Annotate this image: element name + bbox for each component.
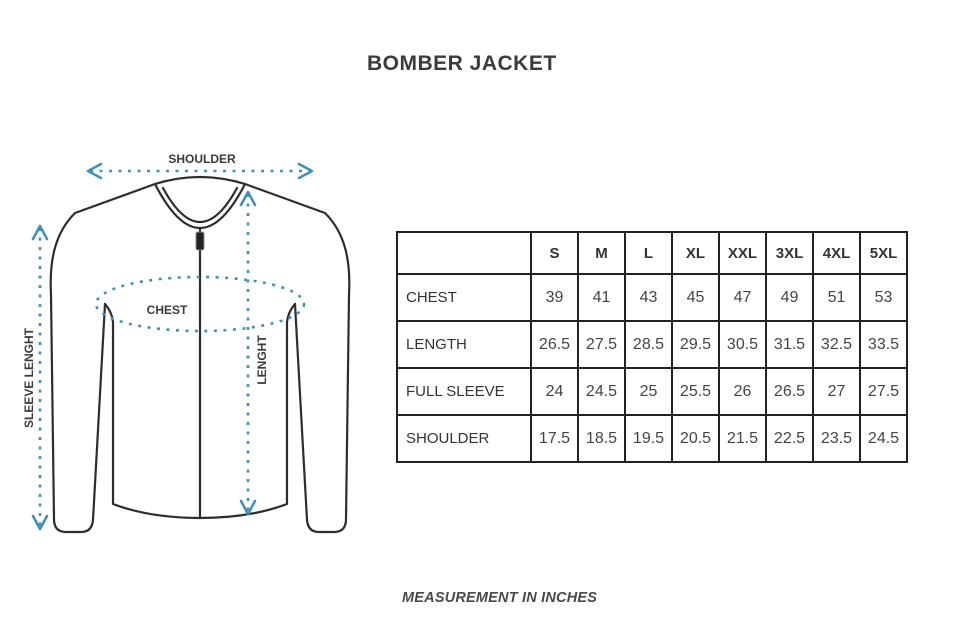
sleeve-arrow-top-head <box>31 224 49 241</box>
size-column-header: 5XL <box>859 231 908 275</box>
jacket-right-sleeve <box>243 182 351 534</box>
size-column-header: M <box>577 231 626 275</box>
size-column-header: L <box>624 231 673 275</box>
measurement-value-cell: 47 <box>718 273 767 322</box>
size-column-header: S <box>530 231 579 275</box>
measurement-value-cell: 24.5 <box>859 414 908 463</box>
measurement-value-cell: 31.5 <box>765 320 814 369</box>
measurement-value-cell: 25 <box>624 367 673 416</box>
measurement-row-label: FULL SLEEVE <box>396 367 532 416</box>
measurement-value-cell: 22.5 <box>765 414 814 463</box>
measurement-value-cell: 26.5 <box>765 367 814 416</box>
measurement-row-label: CHEST <box>396 273 532 322</box>
measurement-unit-note: MEASUREMENT IN INCHES <box>402 590 598 606</box>
measurement-value-cell: 26 <box>718 367 767 416</box>
jacket-left-sleeve <box>49 182 157 534</box>
measurement-value-cell: 21.5 <box>718 414 767 463</box>
measurement-row-label: LENGTH <box>396 320 532 369</box>
shoulder-arrow-right-head <box>297 162 314 180</box>
size-column-header: 4XL <box>812 231 861 275</box>
sleeve-arrow-bottom-head <box>31 514 49 531</box>
jacket-right-body <box>198 302 297 520</box>
shoulder-label: SHOULDER <box>168 152 236 166</box>
measurement-value-cell: 24.5 <box>577 367 626 416</box>
measurement-value-cell: 43 <box>624 273 673 322</box>
measurement-value-cell: 27.5 <box>859 367 908 416</box>
jacket-zipper-pull <box>195 231 205 251</box>
measurement-value-cell: 41 <box>577 273 626 322</box>
measurement-value-cell: 51 <box>812 273 861 322</box>
chest-label: CHEST <box>147 303 188 317</box>
measurement-value-cell: 23.5 <box>812 414 861 463</box>
measurement-value-cell: 17.5 <box>530 414 579 463</box>
measurement-value-cell: 39 <box>530 273 579 322</box>
measurement-value-cell: 26.5 <box>530 320 579 369</box>
jacket-outline <box>49 175 351 534</box>
measurement-value-cell: 18.5 <box>577 414 626 463</box>
size-column-header: XL <box>671 231 720 275</box>
length-arrow-top-head <box>239 190 257 207</box>
measurement-row-label: SHOULDER <box>396 414 532 463</box>
measurement-value-cell: 32.5 <box>812 320 861 369</box>
chest-measure-ellipse <box>94 275 306 333</box>
measurement-value-cell: 33.5 <box>859 320 908 369</box>
measurement-value-cell: 27 <box>812 367 861 416</box>
jacket-measurement-diagram: SHOULDER CHEST SLEEVE LENGHT LENGHT <box>22 152 351 534</box>
measurement-value-cell: 49 <box>765 273 814 322</box>
measurement-value-cell: 28.5 <box>624 320 673 369</box>
size-chart-corner-cell <box>396 231 532 275</box>
measurement-value-cell: 29.5 <box>671 320 720 369</box>
sleeve-length-label: SLEEVE LENGHT <box>22 327 36 428</box>
measurement-arrows <box>31 162 314 531</box>
jacket-left-body <box>103 302 202 520</box>
length-label: LENGHT <box>255 335 269 385</box>
measurement-value-cell: 19.5 <box>624 414 673 463</box>
measurement-value-cell: 45 <box>671 273 720 322</box>
measurement-value-cell: 24 <box>530 367 579 416</box>
measurement-value-cell: 30.5 <box>718 320 767 369</box>
measurement-value-cell: 20.5 <box>671 414 720 463</box>
measurement-value-cell: 25.5 <box>671 367 720 416</box>
length-arrow-bottom-head <box>239 499 257 516</box>
jacket-collar-inner <box>161 186 239 224</box>
shoulder-arrow-left-head <box>86 162 103 180</box>
page-title: BOMBER JACKET <box>367 52 557 75</box>
measurement-value-cell: 27.5 <box>577 320 626 369</box>
jacket-neckline <box>153 175 247 186</box>
size-column-header: XXL <box>718 231 767 275</box>
measurement-value-cell: 53 <box>859 273 908 322</box>
size-column-header: 3XL <box>765 231 814 275</box>
